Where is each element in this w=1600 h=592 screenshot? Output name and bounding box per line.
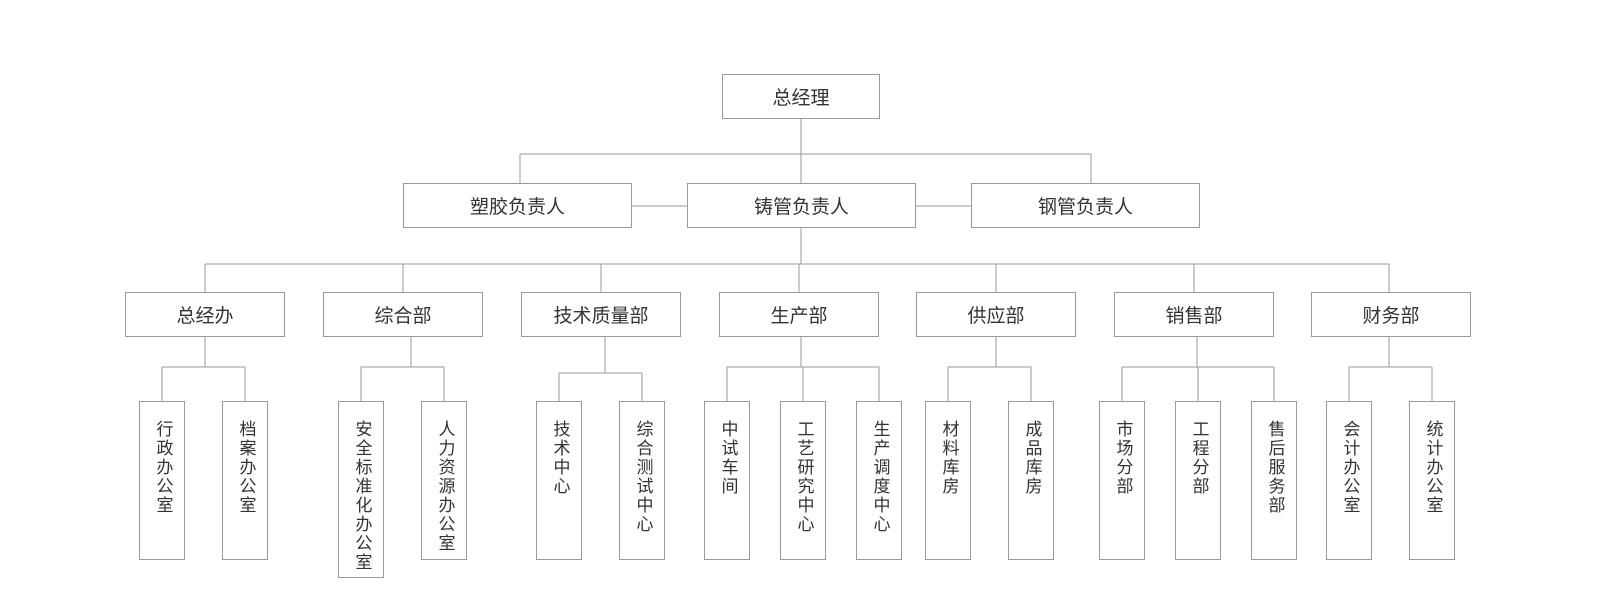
node-dept-label: 生产部 bbox=[770, 305, 828, 327]
node-head-steelpipe: 钢管负责人 bbox=[971, 183, 1200, 228]
node-dept-label: 总经办 bbox=[176, 305, 234, 327]
node-dept-label: 供应部 bbox=[967, 305, 1025, 327]
node-dept-label: 财务部 bbox=[1362, 305, 1420, 327]
node-unit-3-0: 中试车间 bbox=[704, 401, 750, 560]
node-dept-label: 技术质量部 bbox=[553, 305, 649, 327]
node-head-plastic: 塑胶负责人 bbox=[403, 183, 632, 228]
node-root: 总经理 bbox=[722, 74, 880, 119]
node-unit-label: 统计办公室 bbox=[1422, 420, 1443, 515]
node-unit-label: 生产调度中心 bbox=[869, 420, 890, 534]
node-head-castpipe-label: 铸管负责人 bbox=[753, 196, 849, 218]
node-unit-6-1: 统计办公室 bbox=[1409, 401, 1455, 560]
node-unit-label: 行政办公室 bbox=[152, 420, 173, 515]
node-unit-label: 市场分部 bbox=[1112, 420, 1133, 496]
node-dept-5: 销售部 bbox=[1114, 292, 1274, 337]
node-dept-1: 综合部 bbox=[323, 292, 483, 337]
node-unit-2-0: 技术中心 bbox=[536, 401, 582, 560]
node-dept-2: 技术质量部 bbox=[521, 292, 681, 337]
node-unit-4-1: 成品库房 bbox=[1008, 401, 1054, 560]
node-unit-label: 人力资源办公室 bbox=[434, 420, 455, 553]
node-unit-label: 综合测试中心 bbox=[632, 420, 653, 534]
node-unit-label: 工艺研究中心 bbox=[793, 420, 814, 534]
node-dept-0: 总经办 bbox=[125, 292, 285, 337]
node-unit-label: 成品库房 bbox=[1021, 420, 1042, 496]
node-unit-label: 材料库房 bbox=[938, 420, 959, 496]
node-dept-label: 综合部 bbox=[374, 305, 432, 327]
node-unit-1-0: 安全标准化办公室 bbox=[338, 401, 384, 578]
node-unit-5-1: 工程分部 bbox=[1175, 401, 1221, 560]
node-dept-3: 生产部 bbox=[719, 292, 879, 337]
node-unit-4-0: 材料库房 bbox=[925, 401, 971, 560]
node-unit-label: 售后服务部 bbox=[1264, 420, 1285, 515]
node-unit-3-2: 生产调度中心 bbox=[856, 401, 902, 560]
node-unit-0-0: 行政办公室 bbox=[139, 401, 185, 560]
node-unit-0-1: 档案办公室 bbox=[222, 401, 268, 560]
node-unit-label: 安全标准化办公室 bbox=[351, 420, 372, 572]
node-unit-label: 档案办公室 bbox=[235, 420, 256, 515]
node-unit-3-1: 工艺研究中心 bbox=[780, 401, 826, 560]
node-unit-2-1: 综合测试中心 bbox=[619, 401, 665, 560]
node-head-castpipe: 铸管负责人 bbox=[687, 183, 916, 228]
node-dept-4: 供应部 bbox=[916, 292, 1076, 337]
node-head-plastic-label: 塑胶负责人 bbox=[469, 196, 565, 218]
node-unit-label: 会计办公室 bbox=[1339, 420, 1360, 515]
node-root-label: 总经理 bbox=[772, 87, 830, 109]
node-unit-5-2: 售后服务部 bbox=[1251, 401, 1297, 560]
node-dept-6: 财务部 bbox=[1311, 292, 1471, 337]
node-head-steelpipe-label: 钢管负责人 bbox=[1037, 196, 1133, 218]
node-unit-label: 技术中心 bbox=[549, 420, 570, 496]
node-unit-1-1: 人力资源办公室 bbox=[421, 401, 467, 560]
node-unit-5-0: 市场分部 bbox=[1099, 401, 1145, 560]
node-unit-6-0: 会计办公室 bbox=[1326, 401, 1372, 560]
node-unit-label: 中试车间 bbox=[717, 420, 738, 496]
node-dept-label: 销售部 bbox=[1165, 305, 1223, 327]
node-unit-label: 工程分部 bbox=[1188, 420, 1209, 496]
